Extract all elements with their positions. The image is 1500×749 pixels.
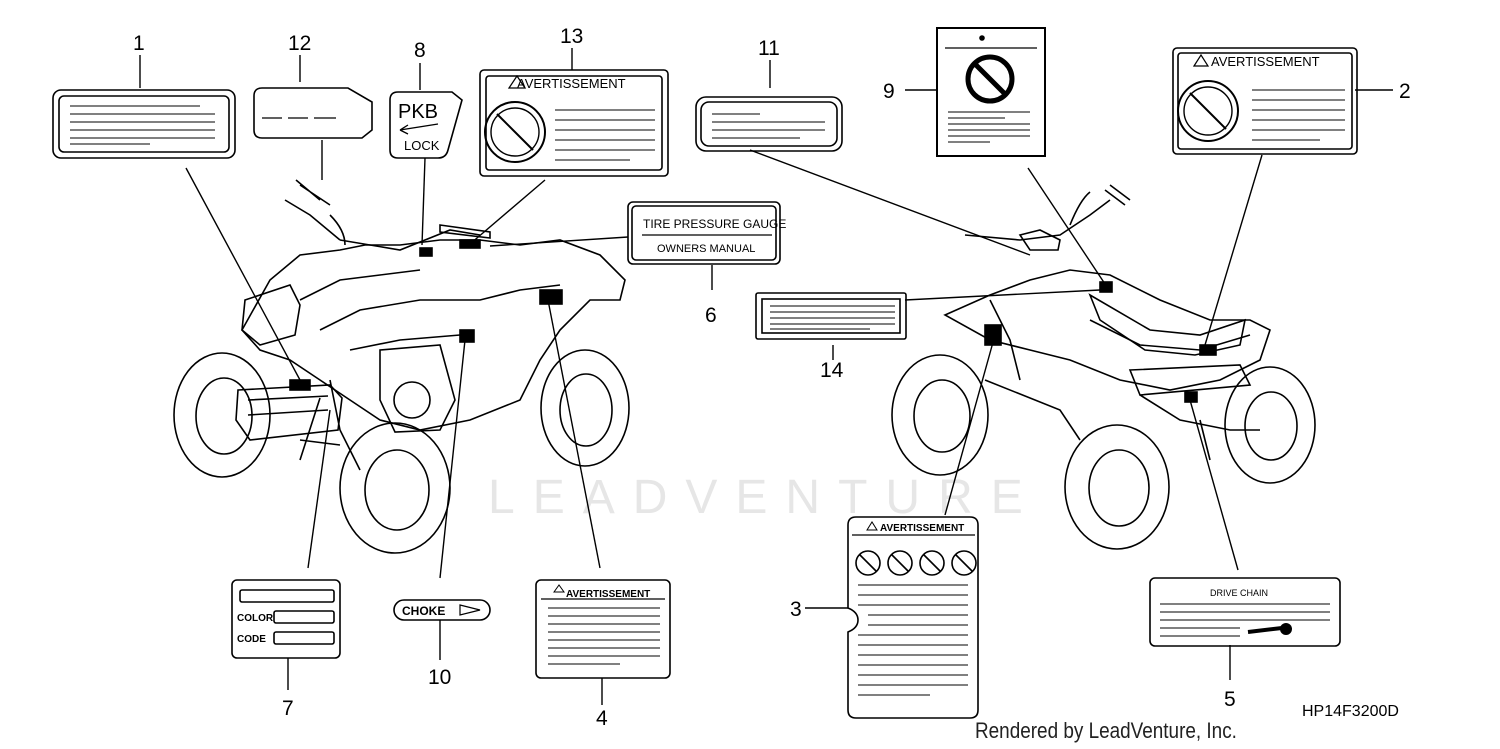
callout-8: 8 [414, 39, 426, 62]
diagram-code: HP14F3200D [1302, 703, 1399, 720]
atv-front-view [173, 179, 630, 554]
label-13-warning-text: AVERTISSEMENT [517, 76, 626, 91]
label-8-plate [389, 91, 463, 159]
label-14-plate [755, 292, 907, 340]
label-3-plate [847, 516, 979, 719]
callout-9: 9 [883, 80, 895, 103]
label-10-plate [393, 599, 491, 621]
label-11-plate [695, 96, 843, 152]
label-3-warning-text: AVERTISSEMENT [880, 523, 964, 534]
callout-3: 3 [790, 598, 802, 621]
label-9-plate [936, 27, 1046, 157]
color-field-text: COLOR [237, 613, 274, 624]
choke-text: CHOKE [402, 604, 445, 618]
owners-manual-text: OWNERS MANUAL [657, 243, 755, 255]
callout-7: 7 [282, 697, 294, 720]
callout-14: 14 [820, 359, 844, 382]
label-5-plate [1149, 577, 1341, 647]
callout-numbers: 1 2 3 4 5 6 7 8 9 10 11 12 13 14 [133, 25, 1411, 730]
tire-pressure-text: TIRE PRESSURE GAUGE [643, 217, 786, 231]
parking-brake-text: PKB [398, 101, 438, 123]
label-texts: AVERTISSEMENT AVERTISSEMENT AVERTISSEMEN… [237, 54, 1320, 645]
callout-4: 4 [596, 707, 608, 730]
label-12-plate [253, 87, 373, 139]
leader-lines [139, 48, 1393, 705]
callout-12: 12 [288, 32, 311, 55]
parking-lock-text: LOCK [404, 138, 440, 153]
callout-13: 13 [560, 25, 583, 48]
render-credit: Rendered by LeadVenture, Inc. [975, 718, 1237, 743]
callout-1: 1 [133, 32, 145, 55]
callout-2: 2 [1399, 80, 1411, 103]
callout-6: 6 [705, 304, 717, 327]
label-4-warning-text: AVERTISSEMENT [566, 589, 650, 600]
label-4-plate [535, 579, 671, 679]
label-2-warning-text: AVERTISSEMENT [1211, 54, 1320, 69]
drive-chain-text: DRIVE CHAIN [1210, 588, 1268, 598]
label-6-plate [627, 201, 781, 265]
label-7-plate [231, 579, 341, 659]
callout-11: 11 [758, 37, 780, 60]
code-field-text: CODE [237, 634, 266, 645]
label-1-plate [52, 89, 236, 159]
label-13-plate [479, 69, 669, 177]
callout-5: 5 [1224, 688, 1236, 711]
callout-10: 10 [428, 666, 451, 689]
watermark-text: LEADVENTURE [488, 471, 1041, 524]
atv-rear-view [891, 184, 1316, 550]
label-2-plate [1172, 47, 1358, 155]
